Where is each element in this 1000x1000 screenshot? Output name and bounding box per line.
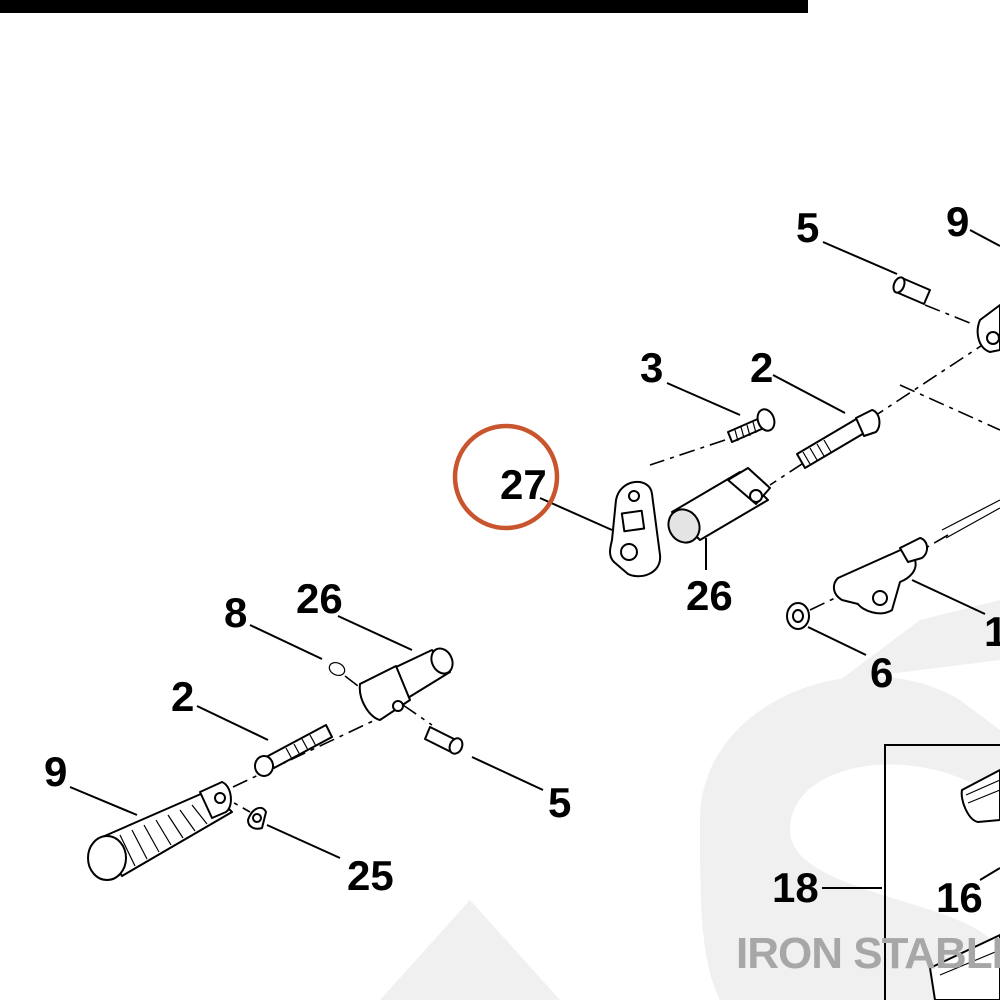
label-25: 25: [347, 852, 394, 899]
leader-5-bottom: [471, 756, 544, 791]
footpeg-9-left: [87, 781, 233, 881]
label-3: 3: [640, 344, 663, 391]
leader-5-top: [822, 241, 898, 275]
clevis-26-left: [358, 647, 454, 721]
label-27: 27: [500, 461, 547, 508]
label-26-right: 26: [686, 572, 733, 619]
watermark-text: IRON STABLE: [736, 929, 1000, 978]
pin-5-bottom: [424, 726, 464, 755]
leader-8: [249, 624, 323, 660]
label-18: 18: [772, 864, 819, 911]
top-border-bar: [0, 0, 808, 13]
bushing-25: [247, 806, 267, 830]
label-5-bottom: 5: [548, 779, 571, 826]
leader-6: [807, 626, 867, 656]
label-8: 8: [224, 589, 247, 636]
highlight-circle: [452, 423, 560, 531]
axis-screw-3: [649, 439, 726, 466]
leader-1: [911, 579, 986, 615]
axis-lower: [232, 711, 393, 788]
pivot-1: [832, 499, 1000, 615]
bolt-2-left: [254, 724, 333, 777]
axis-washer-6: [809, 597, 836, 611]
bracket-27: [609, 480, 662, 578]
label-9-left: 9: [44, 748, 67, 795]
peg-mount-9-top: [976, 304, 1000, 353]
axis-right-diag: [899, 384, 1000, 431]
leader-9-top: [969, 229, 1000, 247]
watermark-letters: [380, 600, 1000, 1000]
label-6: 6: [870, 649, 893, 696]
label-2-left: 2: [171, 673, 194, 720]
leader-2-top: [772, 374, 846, 414]
label-2-top: 2: [750, 344, 773, 391]
axis-top-pin: [924, 304, 976, 326]
bolt-2-top: [796, 409, 881, 469]
clip-8: [328, 661, 346, 677]
leader-2-left: [196, 705, 269, 741]
leader-3: [666, 382, 741, 416]
washer-6: [786, 602, 810, 630]
screw-3: [727, 408, 776, 443]
label-5-top: 5: [796, 204, 819, 251]
leader-9-left: [69, 786, 138, 816]
label-9-top: 9: [946, 198, 969, 245]
inset-box-18: [884, 744, 1000, 1000]
label-1-partial: 1: [984, 608, 1000, 655]
clevis-26-right: [667, 467, 771, 544]
leader-25: [266, 824, 341, 859]
label-16: 16: [936, 874, 983, 921]
axis-upper: [769, 339, 991, 486]
pin-5-top: [892, 276, 931, 305]
leader-16: [979, 867, 1000, 881]
label-26-left: 26: [296, 575, 343, 622]
axis-clip-8: [344, 675, 359, 687]
leader-26-left: [337, 615, 413, 651]
axis-pin-5: [402, 704, 433, 726]
